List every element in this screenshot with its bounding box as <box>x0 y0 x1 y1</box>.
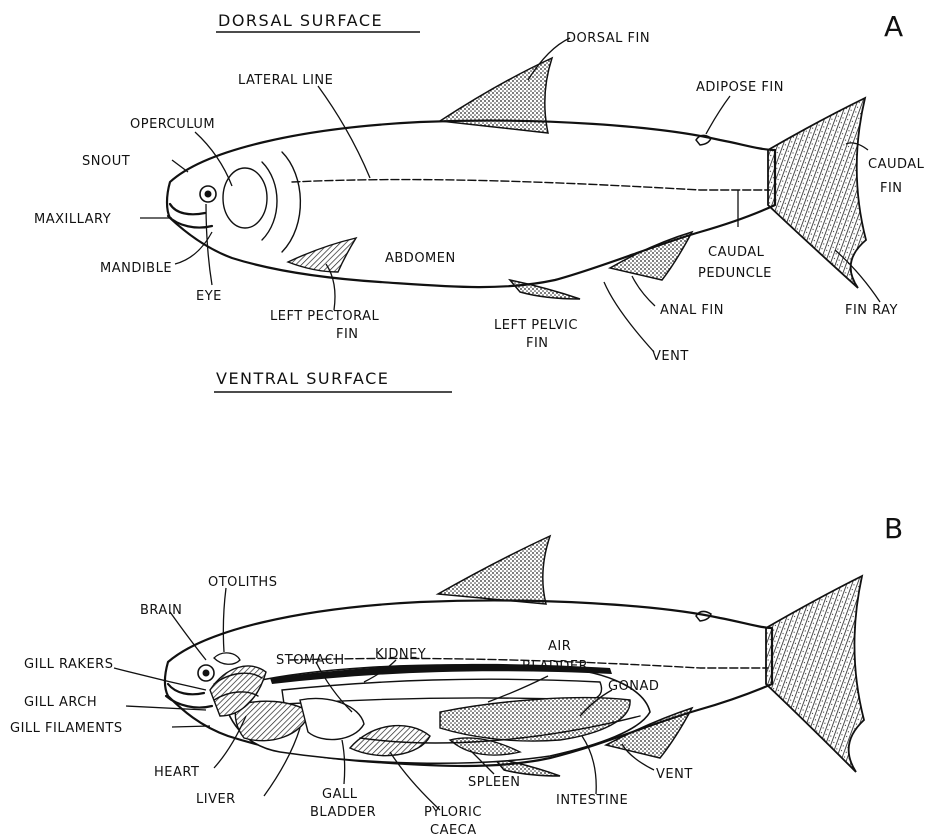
label-pyloric-caeca-2: CAECA <box>430 823 477 838</box>
label-caudal-fin-1: CAUDAL <box>868 157 925 172</box>
ventral-surface-heading: VENTRAL SURFACE <box>216 369 389 388</box>
label-gall-bladder-1: GALL <box>322 787 358 802</box>
label-mandible: MANDIBLE <box>100 261 172 276</box>
label-left-pectoral-fin-2: FIN <box>336 327 359 342</box>
label-fin-ray: FIN RAY <box>845 303 898 318</box>
pectoral-fin-shape <box>288 238 356 272</box>
mandible-shape <box>168 216 212 228</box>
label-stomach: STOMACH <box>276 653 345 668</box>
label-heart: HEART <box>154 765 199 780</box>
label-intestine: INTESTINE <box>556 793 628 808</box>
label-snout: SNOUT <box>82 154 130 169</box>
lateral-line <box>292 180 770 190</box>
dorsal-surface-heading: DORSAL SURFACE <box>218 11 383 30</box>
operculum-plate <box>223 168 267 228</box>
label-caudal-fin-2: FIN <box>880 181 903 196</box>
label-gill-rakers: GILL RAKERS <box>24 657 113 672</box>
label-air-bladder-1: AIR <box>548 639 571 654</box>
label-left-pelvic-fin-2: FIN <box>526 336 549 351</box>
label-maxillary: MAXILLARY <box>34 212 111 227</box>
label-gall-bladder-2: BLADDER <box>310 805 376 820</box>
caudal-fin-shape <box>768 98 866 288</box>
brain-shape <box>214 653 240 664</box>
label-lateral-line: LATERAL LINE <box>238 73 333 88</box>
label-vent-b: VENT <box>656 767 693 782</box>
label-gill-filaments: GILL FILAMENTS <box>10 721 123 736</box>
label-brain: BRAIN <box>140 603 182 618</box>
label-anal-fin: ANAL FIN <box>660 303 724 318</box>
panel-b: B <box>10 512 903 838</box>
panel-b-letter: B <box>884 512 903 545</box>
label-kidney: KIDNEY <box>375 647 426 662</box>
label-left-pelvic-fin-1: LEFT PELVIC <box>494 318 578 333</box>
label-adipose-fin: ADIPOSE FIN <box>696 80 784 95</box>
operculum-line <box>282 152 300 252</box>
label-caudal-peduncle-2: PEDUNCLE <box>698 266 772 281</box>
label-abdomen: ABDOMEN <box>385 251 456 266</box>
label-air-bladder-2: BLADDER <box>522 659 588 674</box>
label-operculum: OPERCULUM <box>130 117 215 132</box>
label-gill-arch: GILL ARCH <box>24 695 97 710</box>
label-pyloric-caeca-1: PYLORIC <box>424 805 482 820</box>
label-vent-a: VENT <box>652 349 689 364</box>
panel-a: A DORSAL SURFACE VENTRAL SURFACE <box>34 10 925 392</box>
label-caudal-peduncle-1: CAUDAL <box>708 245 765 260</box>
caudal-fin-shape-b <box>766 576 864 772</box>
maxillary-shape <box>170 204 205 214</box>
label-liver: LIVER <box>196 792 236 807</box>
panel-a-letter: A <box>884 10 903 43</box>
label-left-pectoral-fin-1: LEFT PECTORAL <box>270 309 379 324</box>
label-spleen: SPLEEN <box>468 775 521 790</box>
dorsal-fin-shape-b <box>438 536 550 604</box>
label-gonad: GONAD <box>608 679 659 694</box>
label-eye: EYE <box>196 289 222 304</box>
label-otoliths: OTOLITHS <box>208 575 277 590</box>
label-dorsal-fin: DORSAL FIN <box>566 31 650 46</box>
